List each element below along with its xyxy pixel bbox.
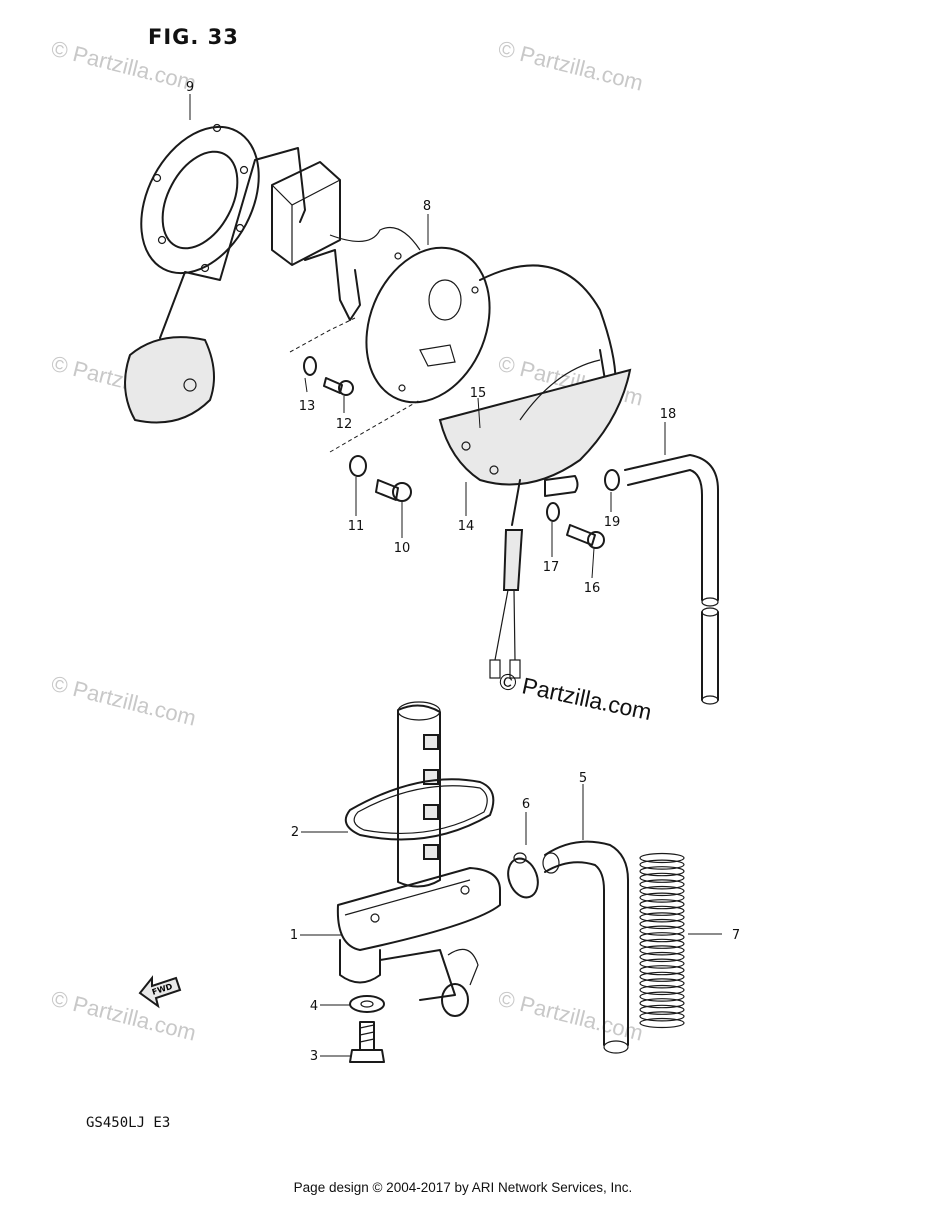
watermark: © Partzilla.com: [496, 986, 646, 1046]
callout-15: 15: [470, 386, 487, 401]
spring-coil: [639, 892, 685, 903]
callout-14: 14: [458, 519, 475, 534]
watermark-layer: © Partzilla.com © Partzilla.com © Partzi…: [49, 36, 646, 1046]
spring-coil: [639, 885, 685, 897]
spring-coil: [639, 925, 685, 936]
spring-coil: [639, 899, 685, 910]
part-5-6-hose-clip: [507, 840, 629, 1054]
callout-12: 12: [336, 417, 353, 432]
spring-coil: [639, 984, 685, 996]
spring-coil: [639, 872, 685, 883]
spring-coil: [639, 965, 685, 976]
spring-coil: [639, 866, 685, 877]
spring-coil: [639, 1017, 685, 1029]
part-3-4-bolt-washer: [349, 995, 385, 1063]
spring-coil: [639, 905, 685, 916]
callout-13: 13: [299, 399, 316, 414]
spring-coil: [639, 879, 685, 890]
leader-lines: [189, 94, 722, 1057]
callout-9: 9: [186, 80, 194, 95]
part-7-spring: [639, 852, 685, 1029]
spring-coil: [639, 859, 685, 870]
spring-coil: [639, 991, 685, 1002]
callout-2: 2: [291, 825, 299, 840]
spring-coil: [639, 852, 685, 864]
callout-17: 17: [543, 560, 560, 575]
callout-3: 3: [310, 1049, 318, 1064]
spring-coil: [639, 945, 685, 956]
watermark: © Partzilla.com: [49, 671, 199, 731]
partzilla-watermark: © Partzilla.com: [497, 667, 654, 725]
spring-coil: [639, 1011, 685, 1022]
callout-8: 8: [423, 199, 431, 214]
callout-18: 18: [660, 407, 677, 422]
part-9-gasket-float: [124, 123, 306, 424]
spring-coil: [639, 958, 685, 969]
part-14-cover: [438, 264, 632, 486]
watermark: © Partzilla.com: [496, 36, 646, 96]
part-2-gasket: [344, 778, 495, 841]
part-8-gauge-plate: [365, 246, 491, 404]
callout-4: 4: [310, 999, 318, 1014]
alignment-line: [329, 399, 421, 453]
spring-coil: [639, 951, 685, 963]
callout-16: 16: [584, 581, 601, 596]
callout-1: 1: [290, 928, 298, 943]
spring-coil: [639, 918, 685, 930]
page-footer: Page design © 2004-2017 by ARI Network S…: [294, 1180, 633, 1195]
fwd-arrow-icon: FWD: [138, 975, 182, 1009]
spring-coil: [639, 1004, 685, 1015]
callout-numbers: 9 8 13 12 11 10 14 15 17 16 19 18 1 2 4 …: [186, 80, 740, 1064]
part-18-hose: [624, 454, 719, 705]
spring-coil: [639, 978, 685, 989]
spring-coil: [639, 971, 685, 982]
spring-coil: [639, 938, 685, 949]
wire-harness: [489, 479, 524, 679]
spring-coil: [639, 932, 685, 943]
spring-coil: [639, 998, 685, 1009]
sender-unit: [271, 161, 421, 321]
alignment-line: [289, 317, 356, 353]
small-fasteners: [303, 356, 620, 549]
callout-7: 7: [732, 928, 740, 943]
callout-10: 10: [394, 541, 411, 556]
model-code: GS450LJ E3: [86, 1115, 170, 1131]
part-1-fuel-cock: [336, 701, 501, 1017]
callout-11: 11: [348, 519, 365, 534]
callout-6: 6: [522, 797, 530, 812]
figure-title: FIG. 33: [148, 25, 239, 49]
callout-19: 19: [604, 515, 621, 530]
callout-5: 5: [579, 771, 587, 786]
watermark: © Partzilla.com: [49, 986, 199, 1046]
spring-coil: [639, 912, 685, 923]
